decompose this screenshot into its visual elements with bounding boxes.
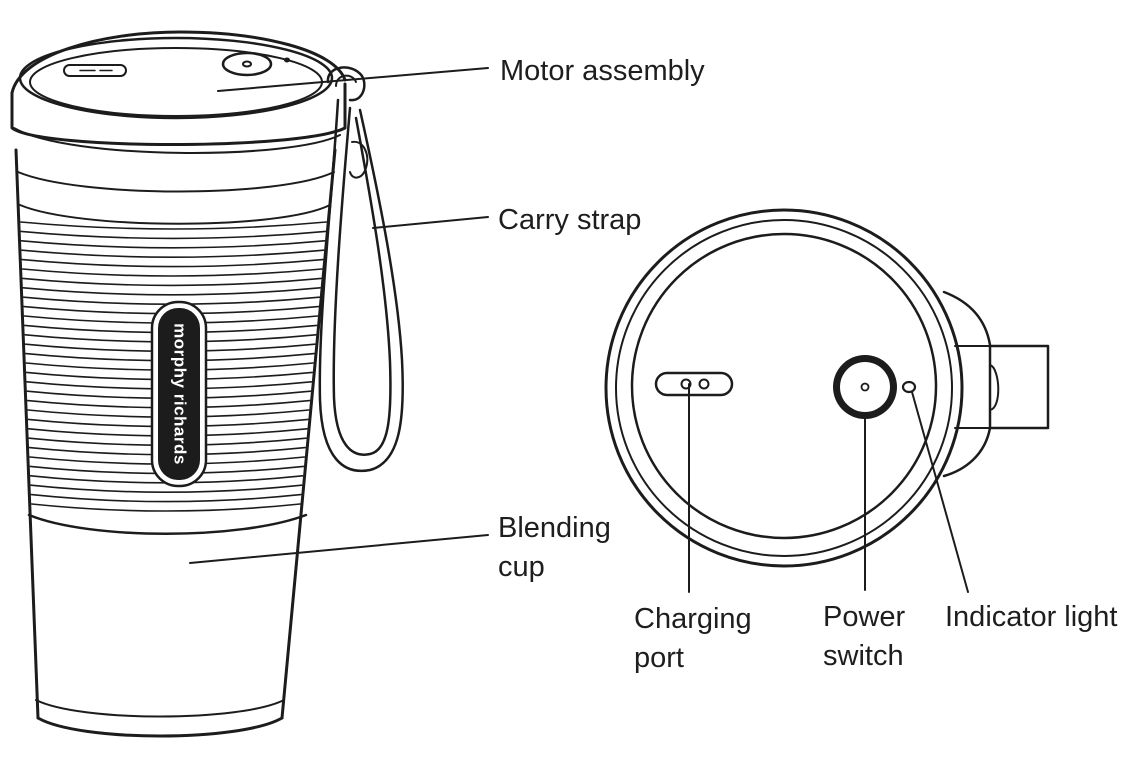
- label-indicator-light: Indicator light: [945, 601, 1118, 633]
- leader-lines: [189, 67, 969, 593]
- label-charging-port-line1: Charging: [634, 603, 752, 635]
- leader-indicator-light: [911, 391, 969, 593]
- label-charging-port-line2: port: [634, 642, 684, 674]
- label-motor-assembly: Motor assembly: [500, 55, 705, 87]
- label-carry-strap: Carry strap: [498, 204, 641, 236]
- carry-strap: [318, 98, 405, 473]
- grip-ring: [21, 258, 324, 268]
- lid-power-button: [221, 51, 273, 77]
- grip-ring: [21, 249, 325, 258]
- grip-ring: [20, 230, 327, 240]
- grip-ring: [30, 484, 303, 493]
- lid-outer-rim: [604, 208, 964, 568]
- blender-side-view: morphy richards: [10, 30, 405, 738]
- brand-badge: morphy richards: [150, 300, 208, 488]
- strap-lug: [988, 344, 1050, 430]
- grip-ring: [30, 503, 301, 512]
- grip-ring: [22, 287, 321, 296]
- lid-top-view: [604, 208, 1050, 568]
- brand-logo-text: morphy richards: [171, 323, 190, 465]
- leader-carry-strap: [372, 216, 489, 229]
- lid-indicator-dot: [284, 57, 290, 63]
- label-power-switch-line1: Power: [823, 601, 906, 633]
- grip-ring: [22, 277, 322, 287]
- power-switch: [833, 355, 897, 419]
- grip-ring: [21, 268, 323, 277]
- leader-blending-cup: [189, 534, 489, 564]
- motor-assembly-lid: [10, 30, 347, 154]
- charging-port: [654, 371, 734, 397]
- labels: Motor assembly Carry strap Blending cup …: [498, 55, 1118, 674]
- label-blending-cup-line2: cup: [498, 551, 545, 583]
- indicator-light: [901, 380, 917, 394]
- grip-ring: [20, 240, 326, 249]
- lid-charging-slot: [63, 64, 127, 77]
- grip-ring: [20, 221, 328, 230]
- label-power-switch-line2: switch: [823, 640, 904, 672]
- leader-motor-assembly: [217, 67, 489, 92]
- label-blending-cup-line1: Blending: [498, 512, 611, 544]
- lid-top-surface: [630, 232, 938, 540]
- grip-ring: [30, 493, 302, 503]
